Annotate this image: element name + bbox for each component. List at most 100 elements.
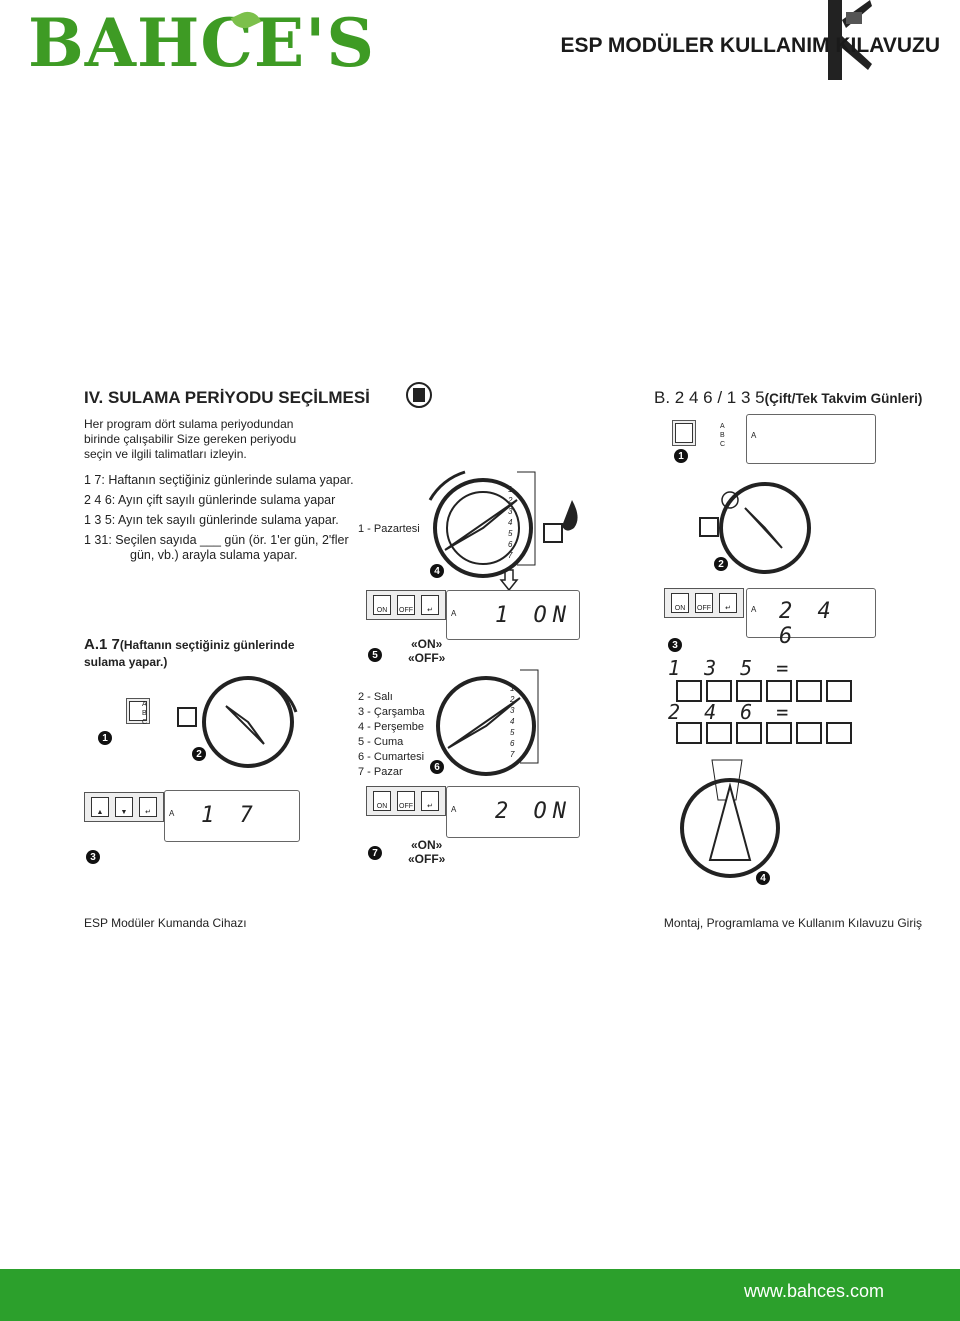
lcd-display-a: A 1 7 [164,790,300,842]
step-1-badge-a: 1 [98,731,112,745]
dial-number: 7 [510,750,515,759]
dial-number: 5 [510,728,515,737]
day-item: 4 - Perşembe [358,721,425,733]
button-panel-upper: ON OFF ↵ [366,590,446,620]
day-box [706,722,732,744]
day-box [736,722,762,744]
lcd-letter: A [751,431,757,440]
lcd-letter: A [169,809,175,818]
lcd-value: 2 4 6 [779,599,837,649]
dial-number: 4 [510,717,515,726]
dial-upper[interactable] [425,470,605,590]
off-button[interactable]: OFF [695,593,713,613]
step-7-badge: 7 [368,846,382,860]
day-box [676,722,702,744]
subsection-a-caption: (Haftanın seçtiğiniz günlerinde sulama y… [84,638,295,669]
rule-even-days: 2 4 6: Ayın çift sayılı günlerinde sulam… [84,493,336,507]
dial-lower[interactable] [428,668,608,778]
dial-a[interactable] [177,672,308,772]
dial-numbers-lower: 1 2 3 4 5 6 7 [510,683,514,760]
program-letter: A [142,701,147,708]
program-letters-b: A B C [720,422,725,449]
day-item: 6 - Cumartesi [358,751,425,763]
lcd-value: 1 7 [201,803,259,828]
rule-interval-cont: gün, vb.) arayla sulama yapar. [130,548,298,562]
day-box [766,680,792,702]
onoff-label-upper: «ON» «OFF» [408,637,445,665]
button-panel-b: ON OFF ↵ [664,588,744,618]
down-button[interactable]: ▼ [115,797,133,817]
arrow-down-icon [499,569,519,592]
lcd-letter: A [751,605,757,614]
day-box [766,722,792,744]
day-item: 7 - Pazar [358,766,403,778]
program-switch-key[interactable] [675,423,693,443]
subsection-b-caption: (Çift/Tek Takvim Günleri) [764,391,923,406]
dial-number: 4 [508,518,513,527]
on-button[interactable]: ON [373,791,391,811]
document-title: ESP MODÜLER KULLANIM KILAVUZU [560,34,940,57]
program-letter: A [720,423,725,430]
even-days-label: 2 4 6 = [668,700,795,724]
subsection-b-title: B. 2 4 6 / 1 3 5 [654,388,765,407]
subsection-b-heading: B. 2 4 6 / 1 3 5(Çift/Tek Takvim Günleri… [654,388,922,408]
program-cycle-icon [406,382,432,408]
step-2-badge-a: 2 [192,747,206,761]
day-item: 2 - Salı [358,691,393,703]
program-switch-b[interactable] [672,420,696,446]
button-panel-lower: ON OFF ↵ [366,786,446,816]
dial-number: 2 [510,695,515,704]
odd-days-label: 1 3 5 = [668,656,795,680]
day-item: 5 - Cuma [358,736,404,748]
odd-days-row [676,680,852,702]
dial-number: 3 [508,507,513,516]
up-button[interactable]: ▲ [91,797,109,817]
day-box [736,680,762,702]
step-2-badge-b: 2 [714,557,728,571]
day-box [676,680,702,702]
dial-number: 6 [510,739,515,748]
off-button[interactable]: OFF [397,791,415,811]
on-button[interactable]: ON [373,595,391,615]
enter-button[interactable]: ↵ [139,797,157,817]
footer-left-text: ESP Modüler Kumanda Cihazı [84,916,247,930]
step-4-badge-b: 4 [756,871,770,885]
section-title: IV. SULAMA PERİYODU SEÇİLMESİ [84,388,370,407]
enter-button[interactable]: ↵ [421,595,439,615]
lcd-display-b: A 2 4 6 [746,588,876,649]
day-box [706,680,732,702]
off-button[interactable]: OFF [397,595,415,615]
button-panel-a: ▲ ▼ ↵ [84,792,164,822]
dial-b[interactable] [699,478,811,578]
subsection-a-title: A.1 7 [84,636,120,653]
day-box [826,680,852,702]
dial-number: 6 [508,540,513,549]
off-label: «OFF» [408,651,446,665]
rule-weekdays: 1 7: Haftanın seçtiğiniz günlerinde sula… [84,473,354,487]
dial-large[interactable] [670,759,790,880]
step-1-badge-b: 1 [674,449,688,463]
logo-text: BAHCE'S [28,4,376,82]
off-label: «OFF» [408,852,446,866]
enter-button[interactable]: ↵ [421,791,439,811]
day-item: 3 - Çarşamba [358,706,425,718]
intro-text: Her program dört sulama periyodundan bir… [84,417,297,461]
program-letter: C [720,441,726,448]
lcd-display-b-top: A [746,414,876,464]
on-label: «ON» [410,838,443,852]
dial-number: 7 [508,551,513,560]
website-link[interactable]: www.bahces.com [743,1281,884,1301]
enter-button[interactable]: ↵ [719,593,737,613]
water-drop-icon [543,500,578,543]
program-switch-key[interactable] [129,701,147,721]
brand-logo: BAHCE'S [28,4,375,82]
step-5-badge: 5 [368,648,382,662]
step-6-badge: 6 [430,760,444,774]
dial-numbers-upper: 1 2 3 4 5 6 7 [508,484,512,561]
on-button[interactable]: ON [671,593,689,613]
program-switch-a[interactable] [126,698,150,724]
program-letter: B [720,432,725,439]
on-label: «ON» [410,637,443,651]
lcd-letter: A [451,805,457,814]
even-days-row [676,722,852,744]
